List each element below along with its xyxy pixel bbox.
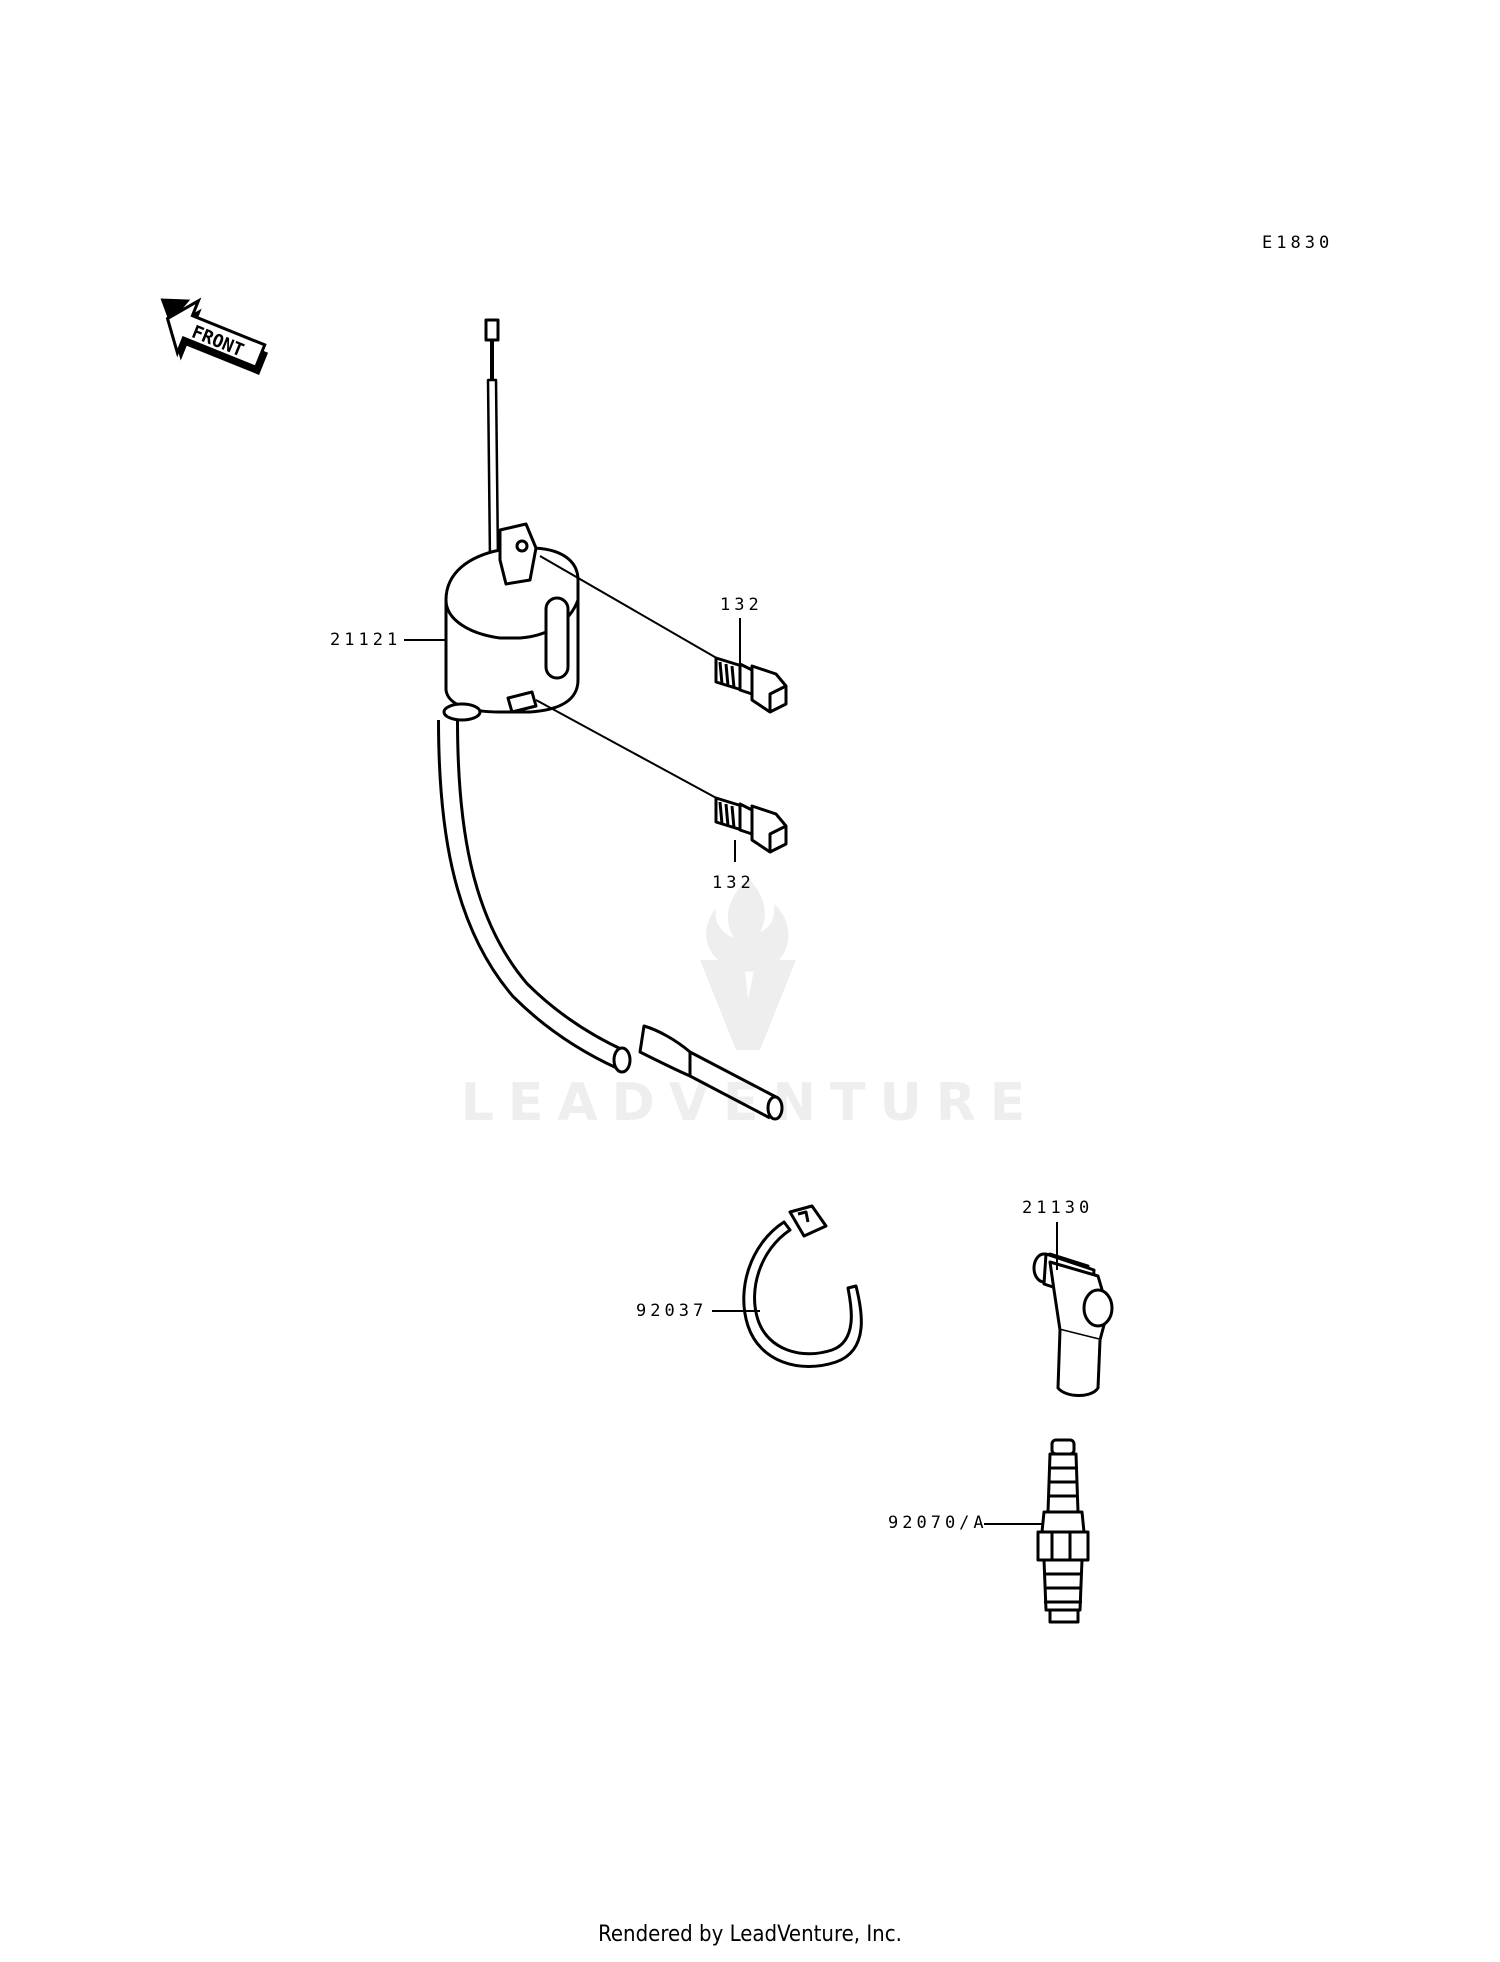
- label-21130: 21130: [1022, 1198, 1093, 1218]
- spark-plug-cap: [1032, 1252, 1114, 1397]
- watermark-logo: [700, 878, 796, 1050]
- label-92037: 92037: [636, 1301, 707, 1321]
- label-132-upper: 132: [720, 595, 763, 615]
- clamp: [742, 1204, 863, 1368]
- front-arrow-icon: FRONT: [160, 297, 269, 375]
- bolt-lower: [714, 796, 788, 854]
- label-132-lower: 132: [712, 873, 755, 893]
- leader-line: [539, 555, 721, 661]
- diagram-code: E1830: [1262, 233, 1333, 253]
- leader-line: [535, 699, 721, 801]
- ignition-coil: [437, 318, 784, 1121]
- bolt-upper: [714, 656, 788, 714]
- spark-plug: [1036, 1438, 1090, 1624]
- label-92070a: 92070/A: [888, 1513, 988, 1533]
- label-21121: 21121: [330, 630, 401, 650]
- footer-credit: Rendered by LeadVenture, Inc.: [598, 1922, 902, 1947]
